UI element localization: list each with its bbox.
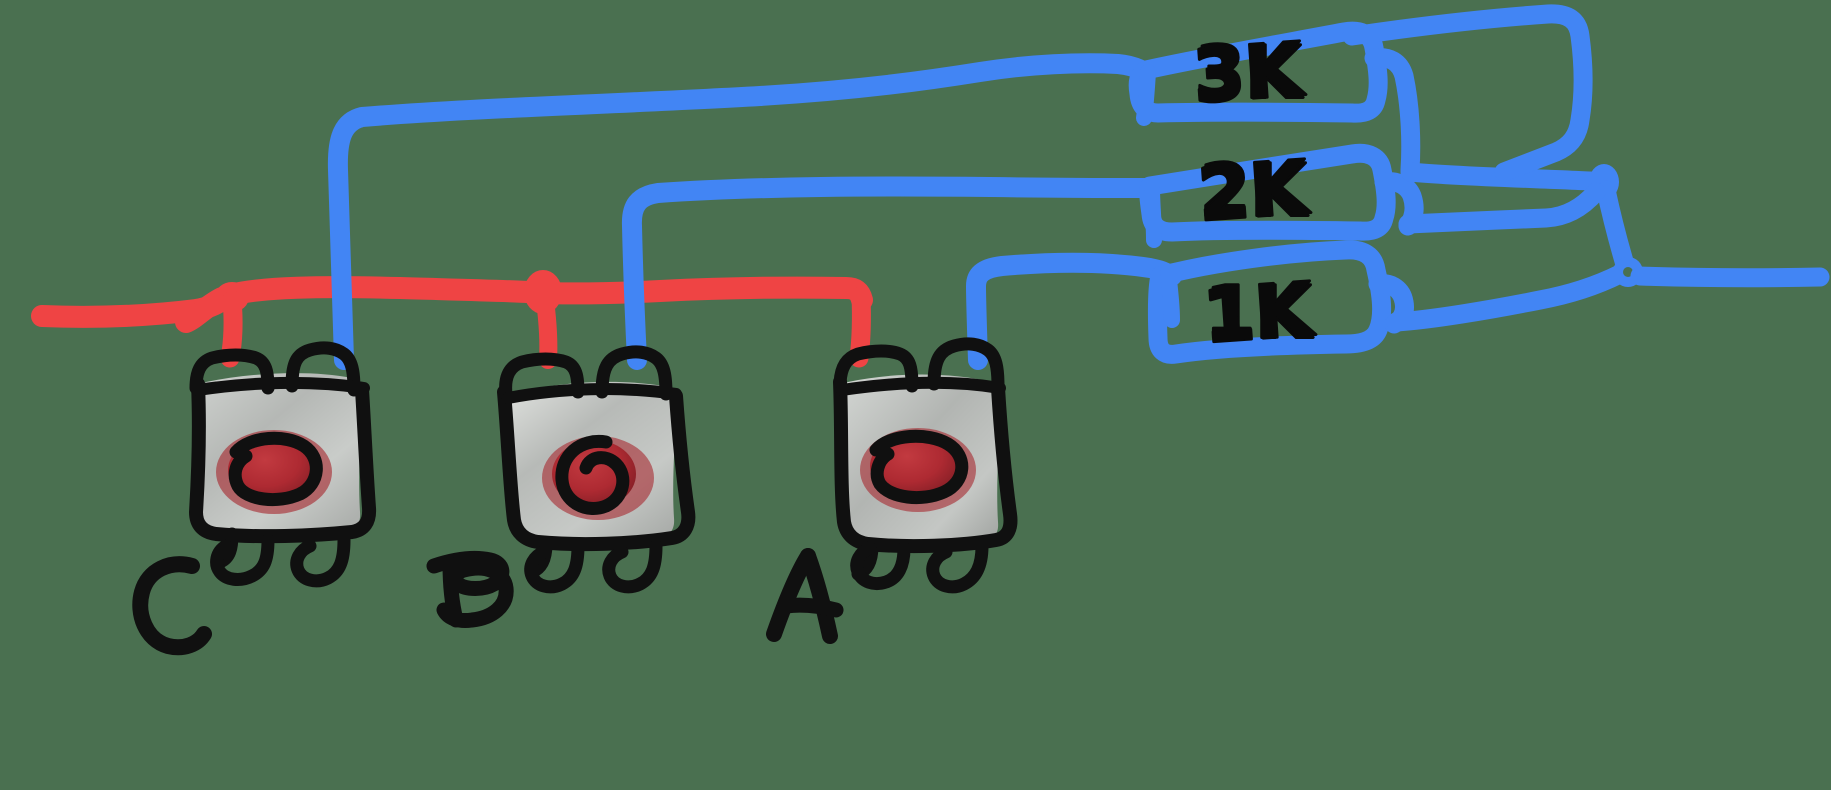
led-b[interactable]: B <box>426 345 696 628</box>
led-c[interactable]: C <box>132 341 377 656</box>
blue-wire-led-c-to-3k <box>327 53 1155 370</box>
resistor-2k-label: 2K <box>1200 149 1308 233</box>
resistor-3k-label: 3K <box>1195 31 1303 115</box>
text-labels: 3K 2K 1K <box>1189 25 1319 362</box>
blue-return-bus <box>1342 4 1830 332</box>
label-1k: 1K <box>1200 267 1317 361</box>
resistor-3k[interactable]: 3K <box>1128 21 1421 180</box>
label-2k: 2K <box>1195 145 1312 239</box>
label-3k: 3K <box>1190 27 1307 121</box>
node-blue-bus-lower-hole <box>1623 267 1633 277</box>
resistor-1k-label: 1K <box>1205 271 1313 355</box>
blue-wire-led-b-to-2k <box>621 176 1158 370</box>
led-a[interactable]: A <box>766 337 1018 644</box>
resistor-1k[interactable]: 1K <box>1147 240 1414 364</box>
